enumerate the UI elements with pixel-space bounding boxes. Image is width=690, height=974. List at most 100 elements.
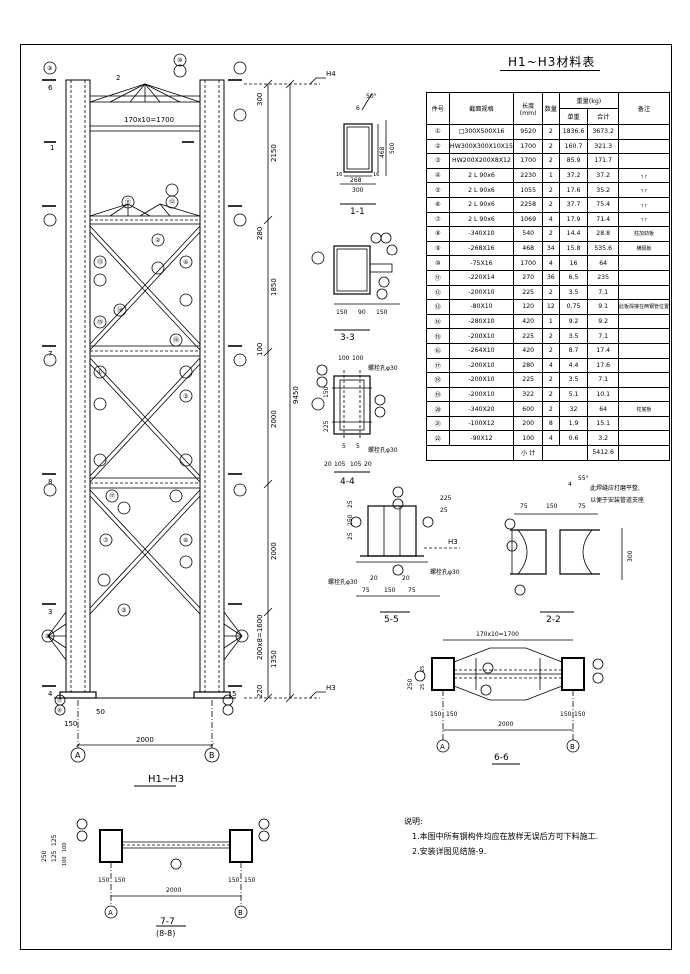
sec-4-4-dim-5: 105 xyxy=(334,461,346,468)
part-label-6: ⑥ xyxy=(183,537,188,544)
sec-7-7-dim-1: 150 xyxy=(114,877,126,884)
sec-5-5-dim-6: 20 xyxy=(370,575,378,582)
section-marks xyxy=(42,79,242,687)
table-cell-qty: 34 xyxy=(541,240,560,257)
table-cell-unit: 32 xyxy=(558,401,589,417)
width-dim: 2000 xyxy=(136,736,154,744)
part-label-9: ⑨ xyxy=(47,65,52,72)
table-cell-section: -340X20 xyxy=(448,401,515,417)
part-label-14: ⑭ xyxy=(117,306,123,314)
table-cell-no: ⑪ xyxy=(426,269,450,286)
sec-2-2-dim-2: 75 xyxy=(578,503,586,510)
table-cell-qty: 4 xyxy=(541,430,560,447)
table-cell-length: 1069 xyxy=(513,211,543,228)
table-cell-length: 322 xyxy=(513,386,543,403)
subtotal-cell-2 xyxy=(541,445,589,461)
sec-1-1-dim-2: 16 xyxy=(336,172,342,178)
sec-6-6-dim-5: 25 xyxy=(420,666,426,672)
sec-3-3-dim-2: 150 xyxy=(376,309,388,316)
table-cell-unit: 9.2 xyxy=(558,313,589,330)
sec-5-5-dim-2: 75 xyxy=(408,587,416,594)
table-cell-no: ㉑ xyxy=(426,415,450,432)
table-cell-section: HW300X300X10X15 xyxy=(448,138,515,155)
sec-mark-3: 3 xyxy=(48,608,52,616)
section-7-7-drawing xyxy=(76,818,270,927)
sec-7-7-axis-b: B xyxy=(238,909,243,917)
sec-4-4-dim-2: 150 xyxy=(323,386,330,398)
table-cell-length: 600 xyxy=(513,401,543,417)
table-cell-remark: ┐┌ xyxy=(617,182,671,198)
sec-5-5-bolt-left: 螺栓孔φ30 xyxy=(328,578,358,586)
x-bracing xyxy=(89,225,201,615)
part-label-1: ① xyxy=(97,369,102,376)
sec-6-6-span: 170x10=1700 xyxy=(476,631,519,638)
table-cell-qty: 36 xyxy=(541,269,560,286)
sec-1-1-label: 6 xyxy=(356,105,360,112)
table-cell-no: ⑫ xyxy=(426,284,450,301)
subtotal-cell-4 xyxy=(617,445,671,461)
table-cell-length: 420 xyxy=(513,342,543,359)
sec-5-5-bolt-right: 螺栓孔φ30 xyxy=(430,568,460,576)
table-cell-qty: 2 xyxy=(541,401,560,417)
table-cell-remark: 柱加劲板 xyxy=(617,226,671,242)
axis-a-label: A xyxy=(75,751,81,760)
table-cell-length: 225 xyxy=(513,372,543,388)
table-cell-length: 280 xyxy=(513,357,543,374)
table-cell-qty: 1 xyxy=(541,167,560,184)
sec-4-4-dim-1: 100 xyxy=(352,355,364,362)
part-label-17: ⑰ xyxy=(109,492,115,500)
level-bottom: H3 xyxy=(326,684,336,692)
table-cell-total: 9.1 xyxy=(587,299,619,315)
sec-4-4-dim-4: 20 xyxy=(324,461,332,468)
sec-7-7-dim-0: 150 xyxy=(98,877,110,884)
table-cell-remark xyxy=(617,430,671,447)
col-part-no: 件号 xyxy=(426,92,450,125)
dim-ticks xyxy=(263,79,295,703)
dim-v-3: 2000 xyxy=(270,542,278,560)
table-cell-length: 1700 xyxy=(513,153,543,169)
axis-a-bubble xyxy=(70,747,86,763)
dim-v-1: 1850 xyxy=(270,278,278,296)
axis-b-bubble xyxy=(204,747,220,763)
table-cell-no: ③ xyxy=(426,153,450,169)
table-cell-qty: 2 xyxy=(541,124,560,140)
table-cell-remark xyxy=(617,255,671,271)
table-cell-remark xyxy=(617,124,671,140)
table-cell-section: -90X12 xyxy=(448,430,515,447)
table-cell-length: 2258 xyxy=(513,196,543,213)
table-cell-qty: 4 xyxy=(541,211,560,228)
sec-1-1-angle: 50° xyxy=(366,93,377,100)
sec-6-6-width: 2000 xyxy=(498,721,513,728)
sec-5-5-dim-3: 25 xyxy=(347,532,354,540)
sec-mark-4: 4 xyxy=(48,690,53,698)
table-cell-qty: 2 xyxy=(541,372,560,388)
table-cell-section: -75X16 xyxy=(448,255,515,271)
subtotal-cell-3: 5412.6 xyxy=(587,445,619,461)
sec-4-4-title: 4-4 xyxy=(340,477,355,487)
table-title-underline xyxy=(500,70,600,71)
sec-6-6-axis-a: A xyxy=(440,743,445,751)
table-cell-remark: ┐┌ xyxy=(617,167,671,184)
note-2: 2.安装详图见结施-9. xyxy=(412,847,487,856)
height-total: 9450 xyxy=(292,386,300,404)
table-cell-section: -268X16 xyxy=(448,240,515,257)
table-cell-unit: 6.5 xyxy=(558,269,589,286)
part-label-16: ⑯ xyxy=(173,336,179,344)
sec-6-6-dim-0: 150 xyxy=(430,711,442,718)
table-cell-length: 2230 xyxy=(513,167,543,184)
table-cell-no: ⑤ xyxy=(426,182,450,198)
sec-mark-6: 6 xyxy=(48,84,53,92)
sec-7-7-dim-2: 150 xyxy=(228,877,240,884)
sec-7-7-dim-6: 125 xyxy=(51,850,58,862)
sec-2-2-note1: 此焊缝应打磨平整, xyxy=(590,484,640,492)
sec-2-2-dim-4: 4 xyxy=(568,481,572,488)
table-cell-total: 7.1 xyxy=(587,328,619,344)
part-label-7: ⑦ xyxy=(103,537,109,544)
